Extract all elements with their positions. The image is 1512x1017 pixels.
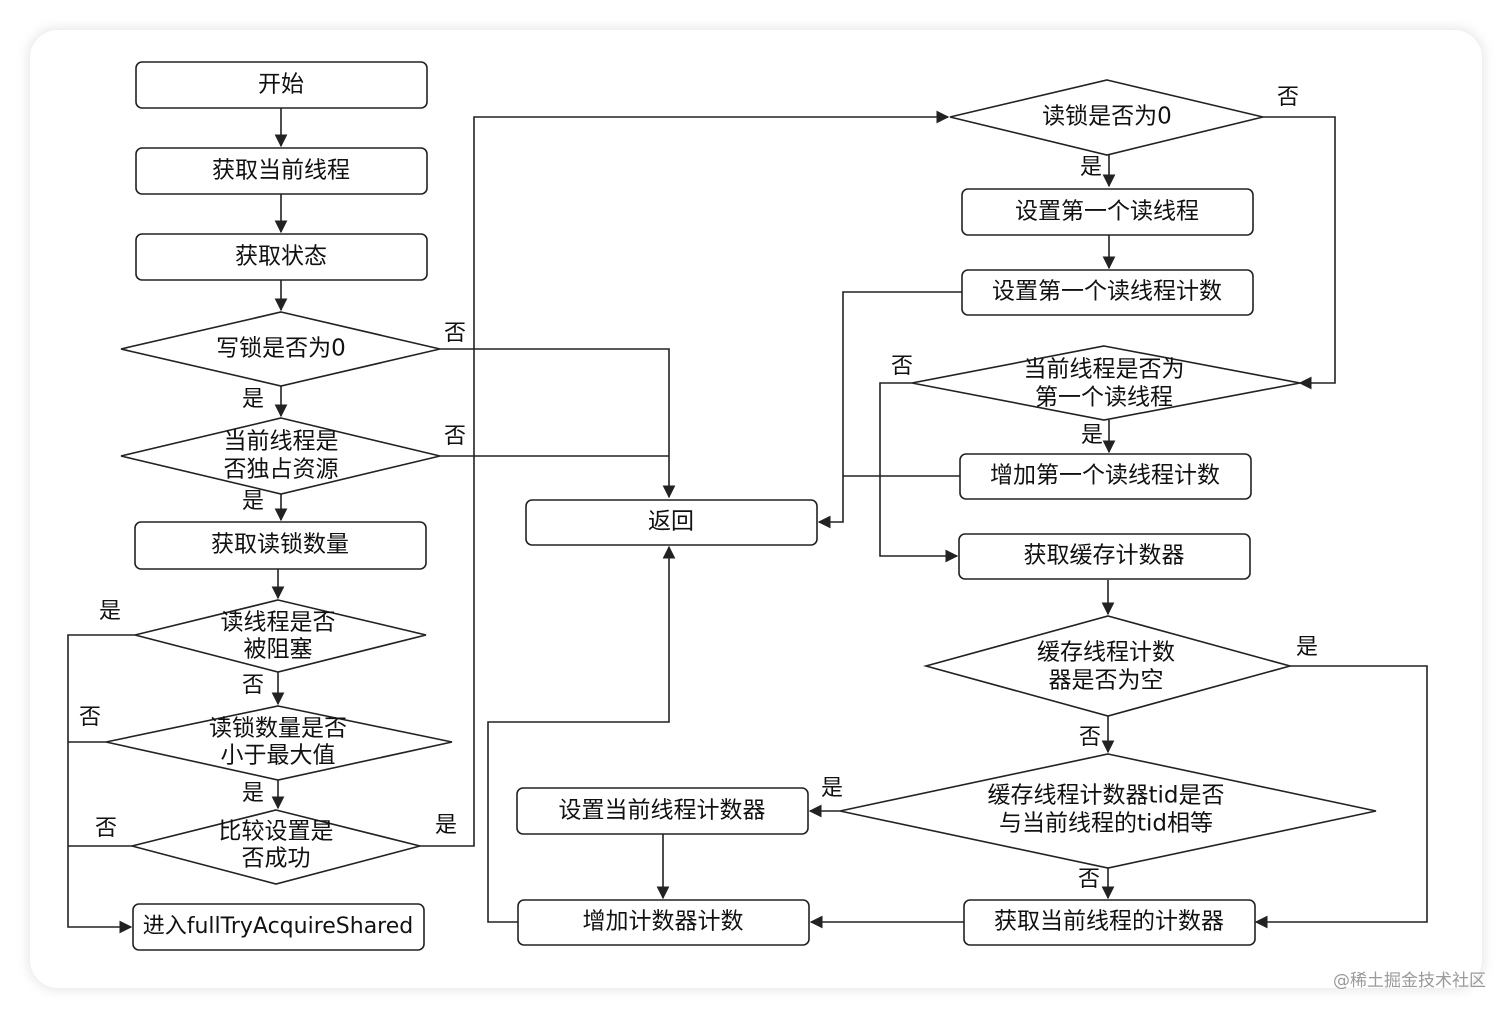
- edge-is-first-no: [879, 382, 959, 563]
- decision-cache-null-label-1: 缓存线程计数: [1037, 640, 1175, 666]
- node-start: 开始: [135, 61, 428, 109]
- node-set-current-counter-label: 设置当前线程计数器: [559, 798, 766, 824]
- label-is-first-yes: 是: [1081, 423, 1103, 448]
- node-return-label: 返回: [648, 509, 694, 535]
- decision-is-first-reader: 当前线程是否为 第一个读线程: [911, 345, 1301, 421]
- decision-blocked-label-1: 读线程是否: [221, 610, 336, 636]
- label-less-max-yes: 是: [242, 781, 264, 806]
- edge-labels: 否 是 否 是 是 否 否 是 否 是 否 是 否 是 是 否 是 否: [79, 85, 1318, 892]
- node-full-try: 进入fullTryAcquireShared: [132, 903, 425, 951]
- decision-read-lock-zero-label: 读锁是否为0: [1042, 104, 1172, 130]
- edge-first-count-to-return: [817, 291, 962, 529]
- edge-blocked-yes: [67, 634, 135, 934]
- decision-tid-equal-label-1: 缓存线程计数器tid是否: [987, 783, 1224, 809]
- node-inc-first-count-label: 增加第一个读线程计数: [990, 463, 1220, 489]
- node-get-state: 获取状态: [135, 233, 428, 281]
- label-cache-null-yes: 是: [1296, 635, 1318, 660]
- node-full-try-label: 进入fullTryAcquireShared: [143, 914, 414, 939]
- decision-cas: 比较设置是 否成功: [131, 809, 421, 885]
- decision-less-max: 读锁数量是否 小于最大值: [105, 705, 453, 781]
- edge-inc-counter-to-return: [487, 545, 676, 923]
- node-get-thread: 获取当前线程: [135, 147, 428, 195]
- edge-read-lock-no: [1263, 116, 1336, 390]
- node-set-current-counter: 设置当前线程计数器: [516, 787, 809, 835]
- decision-write-lock-zero-label: 写锁是否为0: [216, 336, 346, 362]
- watermark: @稀土掘金技术社区: [1333, 971, 1486, 991]
- decision-is-first-label-1: 当前线程是否为: [1024, 357, 1185, 383]
- decision-less-max-label-2: 小于最大值: [221, 743, 336, 769]
- node-inc-counter-label: 增加计数器计数: [583, 909, 744, 935]
- node-get-current-counter-label: 获取当前线程的计数器: [994, 909, 1224, 935]
- node-get-thread-label: 获取当前线程: [212, 158, 350, 184]
- edge-write-lock-no: [440, 348, 676, 499]
- decision-blocked: 读线程是否 被阻塞: [134, 599, 427, 673]
- node-start-label: 开始: [258, 72, 304, 98]
- label-tid-eq-yes: 是: [821, 776, 843, 801]
- label-cas-yes: 是: [435, 813, 457, 838]
- decision-cache-null-label-2: 器是否为空: [1049, 668, 1164, 694]
- decision-exclusive: 当前线程是 否独占资源: [120, 417, 441, 495]
- decision-exclusive-label-1: 当前线程是: [224, 429, 339, 455]
- node-set-first-count-label: 设置第一个读线程计数: [992, 279, 1222, 305]
- label-is-first-no: 否: [891, 354, 913, 379]
- label-read-lock-no: 否: [1277, 85, 1299, 110]
- node-inc-counter: 增加计数器计数: [517, 899, 810, 946]
- node-inc-first-count: 增加第一个读线程计数: [959, 453, 1252, 500]
- label-blocked-no: 否: [242, 673, 264, 698]
- decision-cas-label-1: 比较设置是: [219, 819, 334, 845]
- decision-is-first-label-2: 第一个读线程: [1035, 385, 1173, 411]
- decision-write-lock-zero: 写锁是否为0: [120, 311, 441, 387]
- decision-cas-label-2: 否成功: [242, 846, 311, 872]
- label-read-lock-yes: 是: [1080, 155, 1102, 180]
- node-get-read-count-label: 获取读锁数量: [211, 532, 349, 558]
- decision-tid-equal-label-2: 与当前线程的tid相等: [999, 811, 1213, 837]
- node-set-first-reader: 设置第一个读线程: [961, 188, 1254, 236]
- node-set-first-count: 设置第一个读线程计数: [961, 269, 1254, 316]
- label-write-lock-yes: 是: [242, 387, 264, 412]
- label-blocked-yes: 是: [99, 599, 121, 624]
- label-exclusive-yes: 是: [242, 489, 264, 514]
- edge-cas-yes: [420, 110, 950, 847]
- decision-less-max-label-1: 读锁数量是否: [209, 716, 347, 742]
- node-get-current-counter: 获取当前线程的计数器: [963, 899, 1256, 946]
- label-tid-eq-no: 否: [1078, 867, 1100, 892]
- edges: [67, 108, 1428, 934]
- node-get-cache: 获取缓存计数器: [958, 533, 1251, 580]
- node-return: 返回: [525, 499, 818, 546]
- node-set-first-reader-label: 设置第一个读线程: [1015, 199, 1199, 225]
- node-get-read-count: 获取读锁数量: [134, 521, 427, 570]
- decision-read-lock-zero: 读锁是否为0: [949, 79, 1264, 156]
- label-less-max-no: 否: [79, 705, 101, 730]
- decision-blocked-label-2: 被阻塞: [244, 637, 313, 663]
- decision-tid-equal: 缓存线程计数器tid是否 与当前线程的tid相等: [839, 753, 1377, 869]
- label-write-lock-no: 否: [444, 321, 466, 346]
- label-exclusive-no: 否: [444, 424, 466, 449]
- node-get-cache-label: 获取缓存计数器: [1024, 543, 1185, 569]
- decision-cache-null: 缓存线程计数 器是否为空: [922, 615, 1294, 717]
- node-get-state-label: 获取状态: [235, 244, 327, 270]
- decision-exclusive-label-2: 否独占资源: [224, 457, 339, 483]
- label-cache-null-no: 否: [1079, 725, 1101, 750]
- edge-cache-null-yes: [1254, 665, 1428, 929]
- label-cas-no: 否: [95, 816, 117, 841]
